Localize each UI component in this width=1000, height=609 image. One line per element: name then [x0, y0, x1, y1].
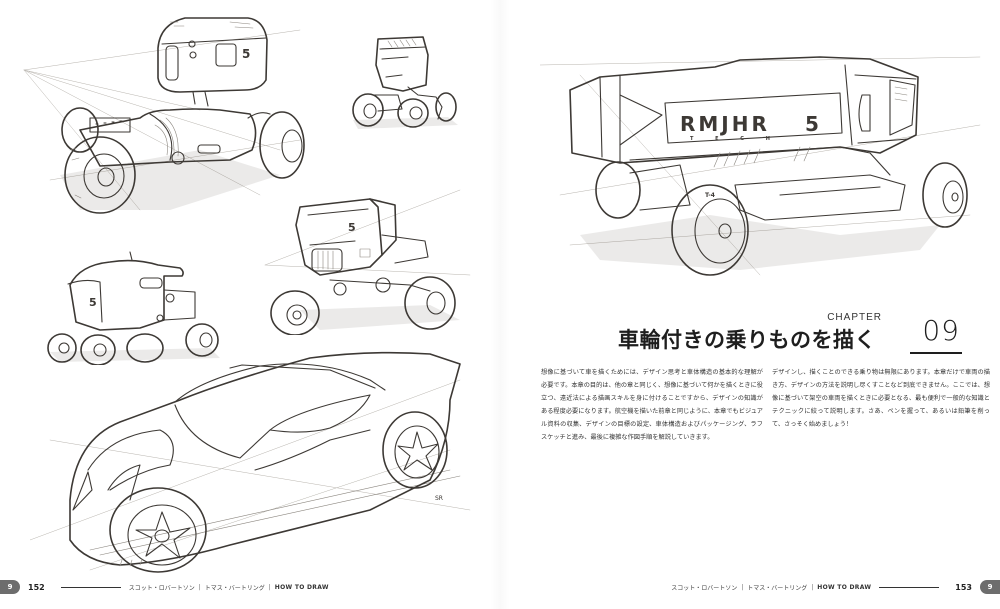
footer-rule	[60, 586, 121, 588]
book-series-title: HOW TO DRAW	[817, 583, 872, 591]
footer-left: 9 152 スコット・ロバートソン | トマス・バートリング | HOW TO …	[0, 580, 329, 594]
separator: |	[198, 583, 201, 591]
chapter-number: 09	[922, 314, 960, 347]
truck-subtext: T E C H	[690, 136, 780, 142]
svg-text:SR: SR	[435, 495, 443, 502]
rounded-pod-vehicle-sketch: 5	[47, 251, 220, 365]
svg-text:5: 5	[348, 221, 356, 234]
co-author-credit: トマス・バートリング	[747, 584, 808, 592]
chapter-title: 車輪付きの乗りものを描く	[618, 328, 876, 352]
chapter-heading: CHAPTER 車輪付きの乗りものを描く 09	[610, 312, 962, 356]
small-walker-vehicle-sketch	[352, 36, 458, 129]
chapter-tab-right: 9	[980, 580, 1000, 594]
book-series-title: HOW TO DRAW	[274, 583, 329, 591]
co-author-credit: トマス・バートリング	[204, 584, 265, 592]
footer-right: スコット・ロバートソン | トマス・バートリング | HOW TO DRAW 1…	[671, 580, 1000, 594]
page-number-left: 152	[28, 582, 45, 592]
body-paragraph-2: デザインし、描くことのできる乗り物は無限にあります。本章だけで車両の描き方、デザ…	[772, 369, 990, 428]
right-page: RMJHR 5 T E C H T-4 CHAPTER 車輪付きの乗りものを描く	[500, 0, 1000, 609]
chapter-label: CHAPTER	[827, 312, 882, 323]
separator: |	[811, 583, 814, 591]
truck-logo-text: RMJHR	[680, 112, 770, 136]
chapter-tab-left: 9	[0, 580, 20, 594]
body-paragraph-1: 想像に基づいて車を描くためには、デザイン思考と車体構造の基本的な理解が必要です。…	[541, 369, 763, 441]
svg-text:5: 5	[242, 47, 250, 61]
author-credit: スコット・ロバートソン	[128, 584, 195, 592]
armored-cab-vehicle-sketch: 5	[23, 17, 305, 214]
armored-truck-sketch: RMJHR 5 T E C H T-4	[540, 56, 981, 276]
page-number-right: 153	[955, 582, 972, 592]
chapter-number-underline	[910, 352, 962, 354]
separator: |	[268, 583, 271, 591]
footer-rule	[879, 586, 940, 588]
page-gutter	[490, 0, 510, 609]
separator: |	[741, 583, 744, 591]
svg-text:5: 5	[89, 296, 97, 309]
sports-car-sketch: SR	[30, 351, 471, 573]
author-credit: スコット・ロバートソン	[671, 584, 738, 592]
tire-text: T-4	[705, 192, 715, 199]
boxy-buggy-sketch: 5	[264, 189, 471, 335]
left-page: 5	[0, 17, 471, 594]
truck-logo-number: 5	[805, 112, 819, 136]
